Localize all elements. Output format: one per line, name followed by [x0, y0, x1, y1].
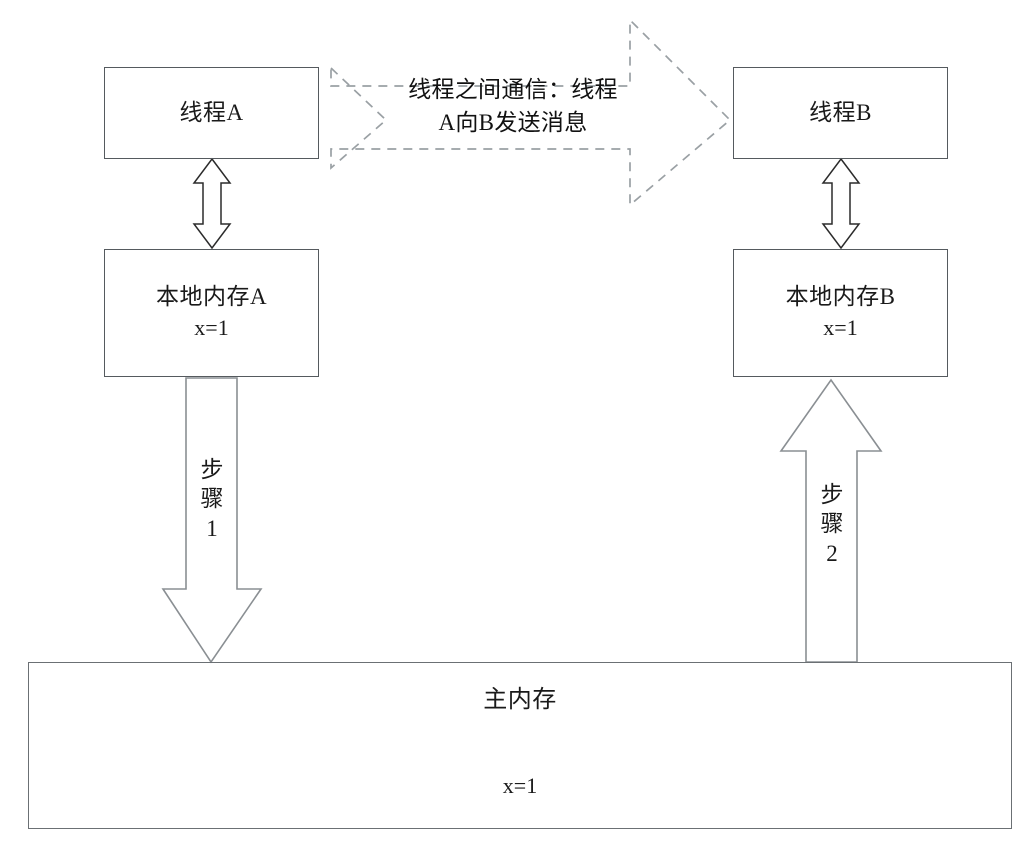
- thread-a-label: 线程A: [179, 99, 244, 125]
- step1-label: 步 骤 1: [195, 455, 229, 543]
- step1-char3: 1: [206, 515, 218, 541]
- main-memory-value: x=1: [502, 773, 538, 798]
- thread-b-box[interactable]: 线程B: [733, 67, 948, 159]
- local-memory-a-box[interactable]: 本地内存A x=1: [104, 249, 319, 377]
- thread-b-memory-arrow: [821, 157, 861, 250]
- step2-char2: 骤: [820, 511, 844, 537]
- local-memory-b-value: x=1: [823, 315, 858, 341]
- step2-char3: 2: [826, 540, 838, 566]
- step2-char1: 步: [820, 482, 844, 507]
- main-memory-box[interactable]: 主内存 x=1: [28, 662, 1012, 829]
- thread-a-memory-arrow: [192, 157, 232, 250]
- step2-label: 步 骤 2: [815, 480, 849, 568]
- thread-a-box[interactable]: 线程A: [104, 67, 319, 159]
- message-arrow-line2: A向B发送消息: [438, 109, 588, 135]
- local-memory-a-label: 本地内存A: [155, 284, 268, 310]
- message-arrow-line1: 线程之间通信：线程: [408, 77, 618, 102]
- main-memory-label: 主内存: [483, 687, 557, 713]
- message-arrow-dashed: [330, 17, 732, 207]
- step1-char1: 步: [200, 457, 224, 482]
- local-memory-b-label: 本地内存B: [785, 284, 896, 310]
- local-memory-a-value: x=1: [194, 315, 229, 341]
- step1-block-arrow: [161, 377, 263, 664]
- message-arrow-label: 线程之间通信：线程 A向B发送消息: [378, 74, 648, 139]
- step1-char2: 骤: [200, 486, 224, 512]
- thread-b-label: 线程B: [809, 99, 872, 125]
- local-memory-b-box[interactable]: 本地内存B x=1: [733, 249, 948, 377]
